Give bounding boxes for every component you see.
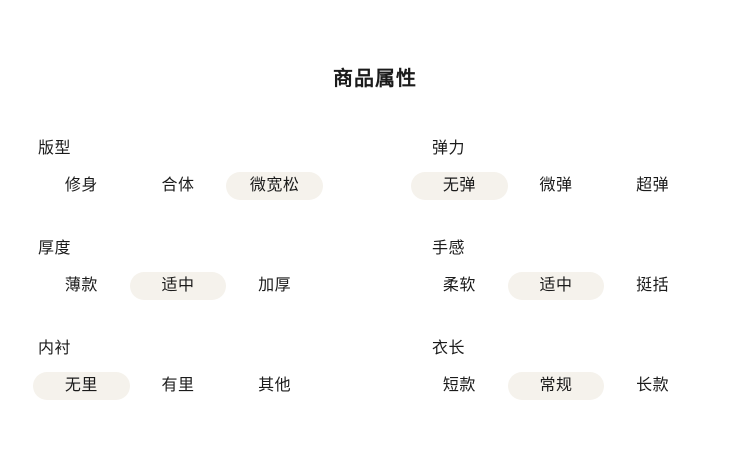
attribute-option[interactable]: 微弹 [539, 177, 573, 194]
attribute-group: 弹力无弹 微弹 超弹 [394, 138, 750, 238]
attribute-group-label: 衣长 [432, 340, 466, 357]
attribute-group: 厚度薄款 适中 加厚 [0, 238, 394, 338]
attribute-group-label: 版型 [38, 140, 72, 157]
attribute-option[interactable]: 短款 [442, 377, 476, 394]
attribute-group-label: 手感 [432, 240, 466, 257]
attribute-options-row: 薄款 适中 加厚 [33, 272, 323, 300]
attribute-options-row: 柔软 适中 挺括 [411, 272, 701, 300]
attribute-option[interactable]: 柔软 [442, 277, 476, 294]
attribute-option-selected[interactable]: 微宽松 [226, 172, 323, 200]
attribute-option[interactable]: 有里 [161, 377, 195, 394]
attribute-option-selected[interactable]: 适中 [129, 272, 227, 300]
attribute-options-row: 短款 常规 长款 [411, 372, 701, 400]
attribute-option[interactable]: 修身 [64, 177, 98, 194]
attribute-group: 版型修身 合体 微宽松 [0, 138, 394, 238]
attribute-option-selected[interactable]: 常规 [507, 372, 605, 400]
attribute-option[interactable]: 其他 [258, 377, 292, 394]
attribute-options-row: 无弹 微弹 超弹 [411, 172, 701, 200]
page-title: 商品属性 [333, 68, 417, 90]
attribute-group-label: 内衬 [38, 340, 72, 357]
attribute-option-selected[interactable]: 无弹 [411, 172, 508, 200]
attribute-option-selected[interactable]: 无里 [33, 372, 130, 400]
attribute-option[interactable]: 长款 [636, 377, 670, 394]
attribute-option[interactable]: 超弹 [636, 177, 670, 194]
attribute-group-label: 弹力 [432, 140, 466, 157]
attribute-option[interactable]: 薄款 [64, 277, 98, 294]
attribute-options-row: 修身 合体 微宽松 [33, 172, 323, 200]
attribute-groups-grid: 版型修身 合体 微宽松 弹力无弹 微弹 超弹厚度薄款 适中 加厚 手感柔软 适中 挺括内衬无里 有里 其… [0, 138, 750, 438]
attribute-option[interactable]: 合体 [161, 177, 195, 194]
attribute-group: 手感柔软 适中 挺括 [394, 238, 750, 338]
attribute-group: 内衬无里 有里 其他 [0, 338, 394, 438]
attribute-options-row: 无里 有里 其他 [33, 372, 323, 400]
attribute-option-selected[interactable]: 适中 [507, 272, 605, 300]
attribute-option[interactable]: 挺括 [636, 277, 670, 294]
attribute-group-label: 厚度 [38, 240, 72, 257]
attribute-option[interactable]: 加厚 [258, 277, 292, 294]
attribute-group: 衣长短款 常规 长款 [394, 338, 750, 438]
